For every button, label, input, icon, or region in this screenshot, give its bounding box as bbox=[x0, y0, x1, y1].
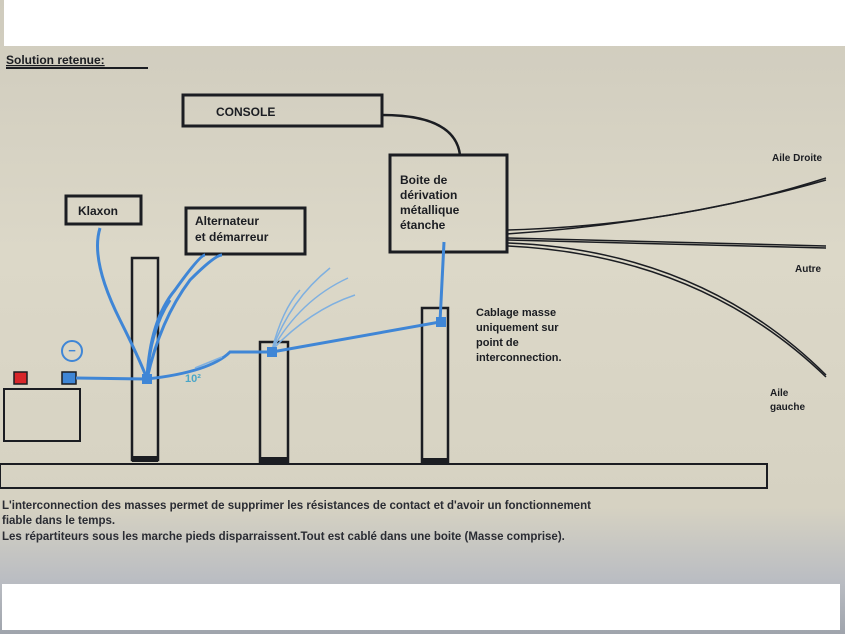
note-line-1: L'interconnection des masses permet de s… bbox=[2, 500, 591, 512]
pillar-3 bbox=[420, 306, 450, 465]
battery-negative-terminal bbox=[61, 371, 77, 385]
alternateur-line-1: Alternateur bbox=[195, 214, 259, 228]
console-cable bbox=[381, 113, 462, 156]
klaxon-box bbox=[64, 194, 143, 226]
pillar-1 bbox=[130, 256, 160, 462]
redaction-top bbox=[4, 0, 845, 46]
derivation-box bbox=[388, 153, 509, 254]
section-label: 10² bbox=[185, 373, 201, 385]
minus-sign: − bbox=[68, 343, 76, 358]
boite-line-1: Boite de bbox=[400, 173, 448, 187]
pillar-3-base bbox=[422, 458, 448, 464]
aile-gauche-line-2: gauche bbox=[770, 402, 805, 413]
pillar-2 bbox=[258, 340, 290, 464]
alternateur-line-2: et démarreur bbox=[195, 230, 269, 244]
battery-positive-terminal bbox=[13, 371, 28, 385]
junction-1 bbox=[142, 374, 152, 384]
note-line-3: Les répartiteurs sous les marche pieds d… bbox=[2, 531, 565, 543]
klaxon-label: Klaxon bbox=[78, 204, 118, 218]
autre-label: Autre bbox=[795, 264, 822, 275]
aile-droite-label: Aile Droite bbox=[772, 153, 822, 164]
junction-3 bbox=[436, 317, 446, 327]
console-box bbox=[181, 93, 384, 128]
alternateur-box bbox=[184, 206, 307, 256]
boite-line-2: dérivation bbox=[400, 188, 457, 202]
console-label: CONSOLE bbox=[216, 105, 275, 119]
diagram-title: Solution retenue: bbox=[6, 53, 105, 67]
cablage-line-1: Cablage masse bbox=[476, 307, 556, 319]
note-line-2: fiable dans le temps. bbox=[2, 515, 116, 527]
boite-line-3: métallique bbox=[400, 203, 460, 217]
junction-2 bbox=[267, 347, 277, 357]
boite-line-4: étanche bbox=[400, 218, 446, 232]
battery bbox=[3, 388, 81, 442]
redaction-bottom bbox=[2, 584, 840, 630]
cablage-line-2: uniquement sur bbox=[476, 322, 559, 334]
thin-ground-wires bbox=[194, 267, 356, 369]
ground-wires bbox=[75, 227, 446, 381]
cablage-line-4: interconnection. bbox=[476, 352, 562, 364]
pillar-2-base bbox=[260, 457, 288, 463]
minus-icon bbox=[61, 340, 83, 362]
aile-gauche-line-1: Aile bbox=[770, 388, 789, 399]
cablage-line-3: point de bbox=[476, 337, 519, 349]
pillar-1-base bbox=[132, 456, 158, 462]
vehicle-floor bbox=[0, 463, 768, 489]
harness-cables bbox=[506, 177, 827, 378]
